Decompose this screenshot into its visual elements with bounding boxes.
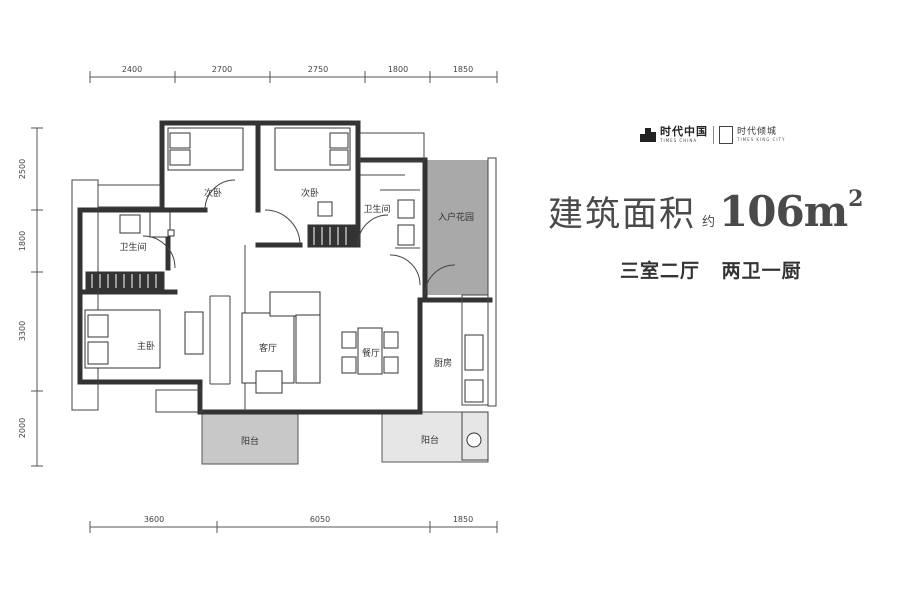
room-label-secondary-bedroom-2: 次卧 (301, 187, 319, 199)
brand-logo: 时代中国 TIMES CHINA 时代倾城 TIMES KING CITY (640, 126, 785, 144)
entry-garden-fill (426, 160, 488, 295)
layout-rooms: 三室二厅 (620, 260, 701, 282)
room-label-dining-room: 餐厅 (362, 347, 380, 359)
wardrobes (85, 224, 357, 291)
brand-text: 时代中国 TIMES CHINA (660, 126, 708, 144)
room-label-balcony-left: 阳台 (241, 435, 259, 447)
room-label-secondary-bedroom-1: 次卧 (204, 187, 222, 199)
room-label-living-room: 客厅 (259, 342, 277, 354)
brand-name-cn: 时代中国 (660, 125, 708, 138)
dimension-lines (31, 71, 498, 533)
dim-bottom-3: 1850 (453, 515, 473, 524)
layout-summary: 三室二厅 两卫一厨 (620, 256, 802, 283)
room-label-bathroom-left: 卫生间 (119, 241, 146, 253)
dim-top-3: 2750 (308, 65, 328, 74)
furniture (84, 127, 484, 448)
dim-left-4: 2000 (18, 418, 27, 438)
floor-area-label: 建筑面积 (548, 195, 697, 235)
wardrobe-hatching (91, 227, 347, 288)
room-label-balcony-right: 阳台 (421, 434, 439, 446)
floor-area-unit-superscript: 2 (848, 186, 864, 212)
logo-divider (713, 126, 714, 144)
dim-top-2: 2700 (212, 65, 232, 74)
floor-area-value: 106 (719, 187, 805, 236)
floor-area-headline: 建筑面积 约 106 m 2 (548, 186, 863, 237)
dim-bottom-2: 6050 (310, 515, 330, 524)
project-text: 时代倾城 TIMES KING CITY (737, 127, 785, 143)
project-name-en: TIMES KING CITY (737, 137, 786, 142)
project-seal-icon (719, 126, 733, 144)
approx-marker: 约 (702, 215, 716, 230)
room-label-master-bedroom: 主卧 (137, 340, 155, 352)
brand-name-en: TIMES CHINA (660, 138, 698, 143)
dim-bottom-1: 3600 (144, 515, 164, 524)
room-label-entry-garden: 入户花园 (438, 211, 474, 223)
project-name-cn: 时代倾城 (737, 127, 778, 137)
room-label-bathroom-right: 卫生间 (363, 203, 390, 215)
dim-left-3: 3300 (18, 321, 27, 341)
dim-top-4: 1800 (388, 65, 408, 74)
dim-left-2: 1800 (18, 231, 27, 251)
layout-facilities: 两卫一厨 (721, 260, 802, 282)
times-china-logo-icon (640, 128, 656, 142)
dim-top-5: 1850 (453, 65, 473, 74)
dim-left-1: 2500 (18, 159, 27, 179)
floor-area-unit: m (803, 187, 849, 236)
dim-top-1: 2400 (122, 65, 142, 74)
room-label-kitchen: 厨房 (434, 357, 452, 369)
